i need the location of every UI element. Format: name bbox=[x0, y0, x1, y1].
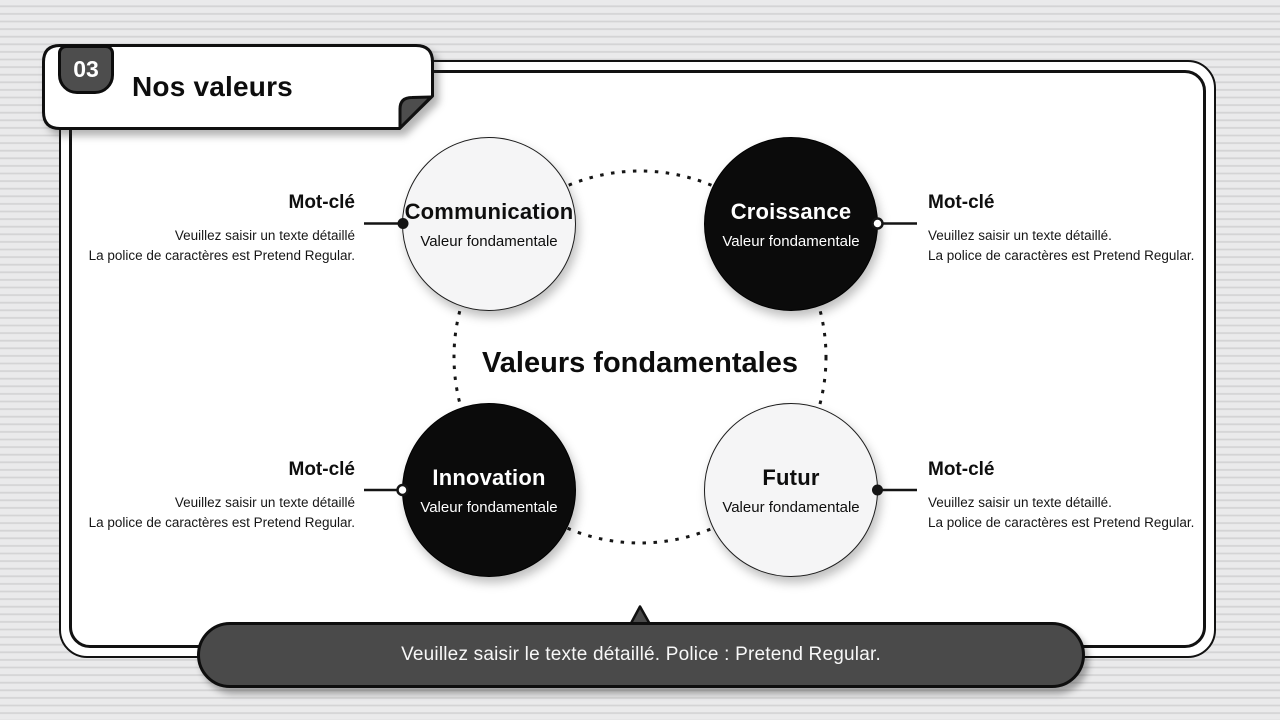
keyword-desc-line1: Veuillez saisir un texte détaillé bbox=[174, 495, 355, 510]
keyword-desc-line2: La police de caractères est Pretend Regu… bbox=[88, 514, 355, 530]
value-name: Communication bbox=[404, 198, 574, 224]
keyword-desc-line2: La police de caractères est Pretend Regu… bbox=[928, 247, 1195, 263]
keyword-label: Mot-clé bbox=[928, 192, 995, 213]
value-subtitle: Valeur fondamentale bbox=[722, 498, 860, 516]
keyword-desc-line1: Veuillez saisir un texte détaillé. bbox=[928, 495, 1112, 510]
keyword-desc-line1: Veuillez saisir un texte détaillé. bbox=[928, 228, 1112, 243]
folded-corner bbox=[398, 95, 433, 130]
keyword-label: Mot-clé bbox=[288, 192, 356, 213]
value-name: Innovation bbox=[432, 464, 546, 490]
keyword-desc-line2: La police de caractères est Pretend Regu… bbox=[88, 247, 355, 263]
value-circle-innovation: Innovation Valeur fondamentale bbox=[402, 403, 576, 577]
keyword-label: Mot-clé bbox=[288, 459, 356, 480]
keyword-label: Mot-clé bbox=[928, 459, 995, 480]
footer-note-pill: Veuillez saisir le texte détaillé. Polic… bbox=[197, 622, 1085, 688]
keyword-block-bottom-right: Mot-clé Veuillez saisir un texte détaill… bbox=[928, 459, 1228, 532]
slide-header: 03 Nos valeurs bbox=[42, 44, 434, 130]
value-circle-croissance: Croissance Valeur fondamentale bbox=[704, 137, 878, 311]
keyword-block-top-right: Mot-clé Veuillez saisir un texte détaill… bbox=[928, 192, 1228, 265]
footer-note-text: Veuillez saisir le texte détaillé. Polic… bbox=[401, 644, 881, 665]
page-title: Nos valeurs bbox=[132, 71, 293, 102]
value-name: Croissance bbox=[730, 198, 852, 224]
keyword-desc-line2: La police de caractères est Pretend Regu… bbox=[928, 514, 1195, 530]
header-card-shape bbox=[42, 44, 434, 130]
value-circle-futur: Futur Valeur fondamentale bbox=[704, 403, 878, 577]
section-number: 03 bbox=[73, 56, 99, 82]
keyword-block-bottom-left: Mot-clé Veuillez saisir un texte détaill… bbox=[55, 459, 355, 532]
diagram-center-title: Valeurs fondamentales bbox=[482, 347, 798, 379]
value-subtitle: Valeur fondamentale bbox=[420, 498, 558, 516]
value-subtitle: Valeur fondamentale bbox=[722, 232, 860, 250]
value-name: Futur bbox=[762, 464, 820, 490]
keyword-block-top-left: Mot-clé Veuillez saisir un texte détaill… bbox=[55, 192, 355, 265]
section-number-badge: 03 bbox=[58, 45, 114, 94]
keyword-desc-line1: Veuillez saisir un texte détaillé bbox=[174, 228, 355, 243]
value-subtitle: Valeur fondamentale bbox=[420, 232, 558, 250]
value-circle-communication: Communication Valeur fondamentale bbox=[402, 137, 576, 311]
